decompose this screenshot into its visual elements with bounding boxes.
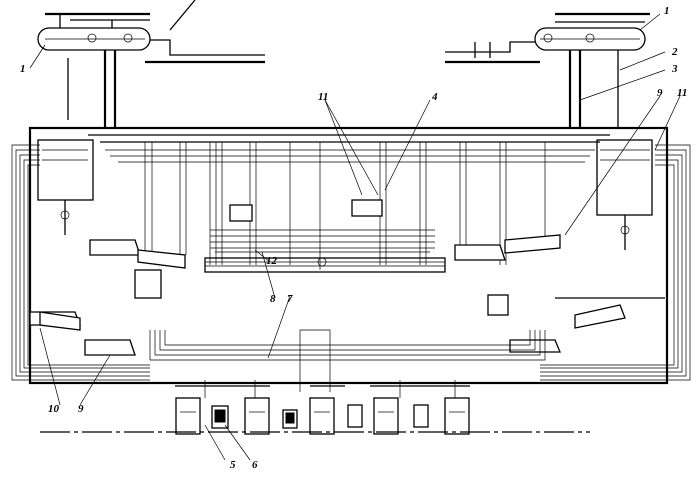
callout-5: 5	[230, 459, 236, 471]
callouts: 1 1 2 3 4 11 9 11 12 8 7 10 9 5 6	[20, 5, 687, 471]
bottom-manifold	[175, 380, 470, 398]
building-outline	[28, 126, 669, 385]
callout-9-right: 9	[657, 87, 663, 99]
callout-6: 6	[252, 459, 258, 471]
callout-7: 7	[287, 293, 293, 305]
leader-lines	[29, 13, 681, 461]
callout-4: 4	[431, 91, 438, 103]
callout-1-right: 1	[664, 5, 670, 17]
callout-1-left: 1	[20, 63, 26, 75]
callout-11-right: 11	[677, 87, 687, 99]
callout-2: 2	[671, 46, 678, 58]
tank-left	[37, 0, 265, 128]
right-pipe-bundle	[540, 144, 691, 381]
header-pipes	[88, 134, 610, 163]
callout-9-left: 9	[78, 403, 84, 415]
right-control-stand	[596, 139, 653, 250]
callout-8: 8	[270, 293, 276, 305]
left-mixers	[29, 239, 186, 356]
right-mixers	[454, 234, 665, 353]
left-control-stand	[37, 139, 94, 235]
vertical-risers	[144, 142, 546, 270]
central-collector	[204, 229, 446, 273]
callout-12: 12	[266, 255, 278, 267]
left-pipe-bundle	[11, 144, 150, 381]
tank-right	[445, 12, 650, 128]
callout-10: 10	[48, 403, 60, 415]
bottom-vessels	[175, 397, 470, 435]
callout-3: 3	[671, 63, 678, 75]
return-lines	[149, 329, 546, 392]
callout-11-left: 11	[318, 91, 328, 103]
equipment-boxes	[134, 199, 509, 316]
